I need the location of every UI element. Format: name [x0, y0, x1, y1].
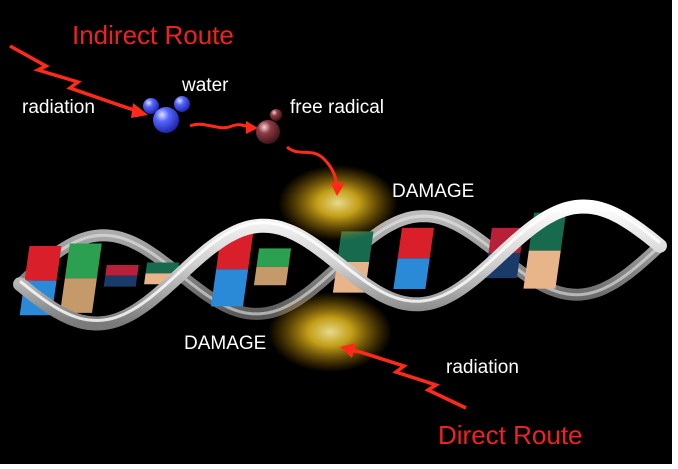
base-block — [64, 243, 102, 279]
dna-backbone-front — [13, 199, 667, 331]
damage-label-top: DAMAGE — [392, 181, 475, 202]
dna-strand-front-highlight — [19, 201, 661, 323]
damage-glow-bottom — [268, 292, 392, 372]
base-block — [105, 264, 139, 276]
radiation-label-bottom: radiation — [446, 357, 519, 378]
wavy-arrow-water-to-radical — [189, 121, 258, 134]
base-block — [523, 250, 561, 289]
base-block — [256, 248, 292, 267]
indirect-route-title: Indirect Route — [72, 20, 234, 50]
free-radical-label: free radical — [290, 97, 384, 118]
water-label: water — [182, 75, 229, 96]
base-block — [103, 275, 138, 287]
damage-label-bottom: DAMAGE — [184, 333, 267, 354]
base-block — [253, 266, 289, 286]
radiation-label-top: radiation — [22, 97, 95, 118]
free-radical-icon — [256, 109, 282, 144]
base-block — [210, 269, 249, 307]
base-block — [397, 227, 434, 259]
water-molecule-icon — [143, 96, 190, 133]
base-block — [393, 258, 430, 289]
base-block — [24, 245, 62, 281]
radiation-arrow-direct — [340, 343, 467, 410]
base-block — [145, 262, 180, 274]
wavy-arrow-radical-to-damage — [286, 145, 345, 196]
base-block — [60, 278, 97, 313]
direct-route-title: Direct Route — [438, 420, 583, 450]
dna-strand-front — [13, 199, 667, 331]
damage-glow-top — [278, 165, 398, 241]
radiation-arrow-indirect — [9, 44, 148, 118]
